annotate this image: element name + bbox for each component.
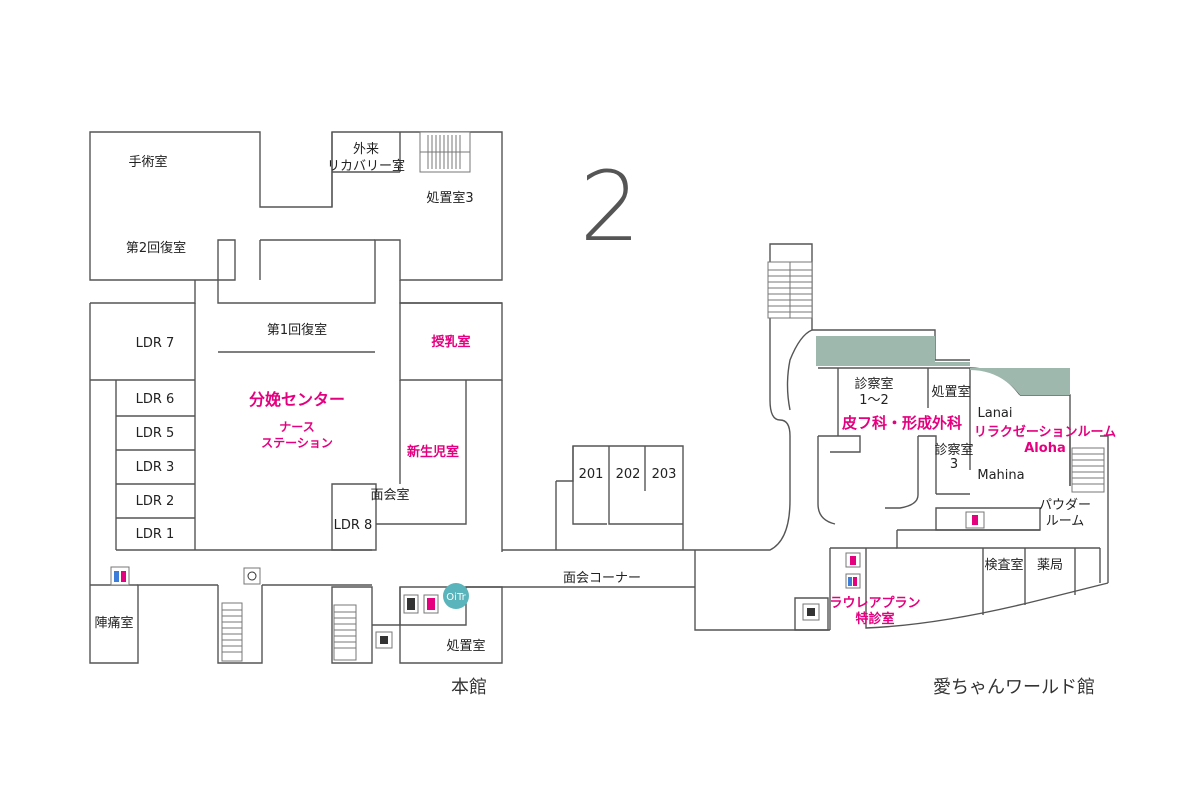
- stairs-middle: [333, 604, 357, 661]
- restroom-icon-2: [403, 594, 439, 614]
- restroom-icon-3: [965, 511, 985, 529]
- label-relax-1: リラクゼーションルーム: [974, 424, 1116, 440]
- label-lanai: Lanai: [977, 406, 1012, 421]
- label-visit-room: 面会室: [370, 487, 409, 503]
- label-lab: 検査室: [984, 557, 1023, 573]
- label-nurse-station-2: ステーション: [261, 436, 333, 450]
- label-202: 202: [616, 467, 641, 482]
- label-203: 203: [652, 467, 677, 482]
- label-exam3-2: 3: [950, 457, 958, 472]
- ostomate-icon: OiTr: [443, 583, 469, 609]
- label-recovery1: 第1回復室: [267, 322, 327, 338]
- label-ldr1: LDR 1: [136, 527, 175, 542]
- label-exam12-1: 診察室: [854, 376, 893, 392]
- label-exam12-2: 1〜2: [859, 393, 889, 408]
- label-surgery: 手術室: [128, 154, 167, 170]
- green-area-2: [970, 368, 1070, 395]
- stairs-top: [419, 131, 471, 173]
- label-labor-room: 陣痛室: [94, 615, 133, 631]
- label-visit-corner: 面会コーナー: [563, 571, 641, 586]
- floor-number: 2: [579, 151, 640, 263]
- label-ldr3: LDR 3: [136, 460, 175, 475]
- building-aichan-label: 愛ちゃんワールド館: [933, 677, 1095, 698]
- label-newborn: 新生児室: [407, 444, 459, 460]
- aichan-building-walls: [694, 243, 1109, 631]
- label-treatment3: 処置室3: [426, 190, 473, 206]
- label-ldr7: LDR 7: [136, 336, 175, 351]
- label-powder-2: ルーム: [1046, 514, 1085, 529]
- label-mahina: Mahina: [977, 468, 1024, 483]
- label-treatment-aw: 処置室: [931, 384, 970, 400]
- label-laule-1: ラウレアプラン: [829, 596, 920, 611]
- label-nurse-station-1: ナース: [279, 420, 314, 434]
- stairs-aichan-right: [1071, 447, 1105, 493]
- label-delivery-center: 分娩センター: [249, 390, 345, 409]
- accessible-restroom-icon: [243, 567, 261, 585]
- label-recovery2: 第2回復室: [126, 240, 186, 256]
- label-exam3-1: 診察室: [934, 442, 973, 458]
- label-powder-1: パウダー: [1039, 498, 1091, 513]
- label-outpatient-1: 外来: [353, 142, 379, 157]
- label-derm: 皮フ科・形成外科: [842, 414, 962, 432]
- stairs-left: [221, 602, 243, 662]
- svg-text:OiTr: OiTr: [446, 592, 466, 603]
- restroom-icon-4: [845, 552, 861, 589]
- label-outpatient-2: リカバリー室: [327, 158, 405, 174]
- main-building-walls: [89, 131, 695, 664]
- label-ldr8: LDR 8: [334, 518, 373, 533]
- rooms-201-203: [555, 445, 684, 550]
- label-pharmacy: 薬局: [1037, 558, 1063, 573]
- baby-care-icon-2: [802, 603, 820, 621]
- label-treatment: 処置室: [446, 638, 485, 654]
- label-relax-2: Aloha: [1024, 441, 1065, 456]
- label-ldr5: LDR 5: [136, 426, 175, 441]
- label-nursing: 授乳室: [431, 334, 470, 350]
- baby-care-icon: [375, 631, 393, 649]
- green-area-1: [816, 336, 970, 366]
- stairs-aichan-top: [767, 261, 813, 319]
- label-201: 201: [579, 467, 604, 482]
- restroom-icon: [110, 566, 130, 586]
- building-main-label: 本館: [451, 677, 487, 698]
- label-laule-2: 特診室: [855, 611, 894, 627]
- label-ldr2: LDR 2: [136, 494, 175, 509]
- label-ldr6: LDR 6: [136, 392, 175, 407]
